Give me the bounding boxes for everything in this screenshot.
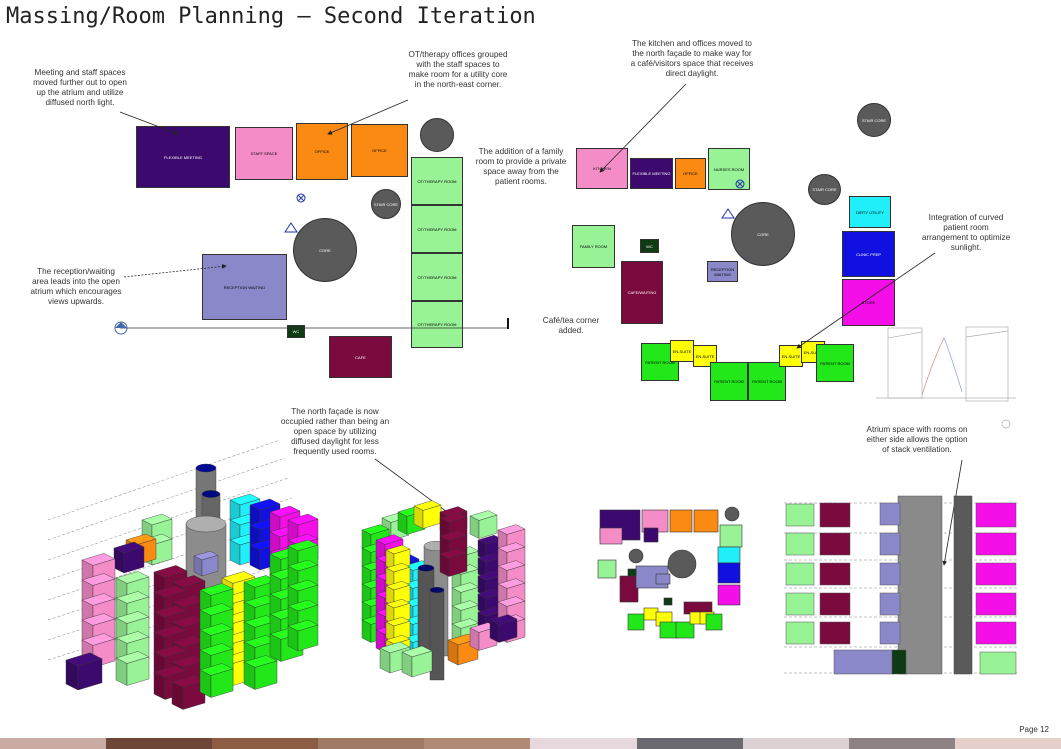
footer-swatch	[318, 738, 425, 749]
massing-cube	[182, 680, 206, 710]
massing-core-top	[185, 515, 227, 533]
note-family: The addition of a family room to provide…	[475, 147, 567, 186]
left-section-line	[114, 318, 509, 335]
footer-swatch	[424, 738, 531, 749]
isometric-massing-1	[47, 439, 319, 710]
footer-swatch	[636, 738, 743, 749]
footer-swatch	[212, 738, 319, 749]
footer-swatch	[954, 738, 1061, 749]
page-number: Page 12	[1019, 725, 1049, 734]
right-wc: WC	[640, 239, 659, 253]
right-nurses-room: NURSES ROOM	[708, 148, 750, 190]
isometric-massing-2	[361, 500, 526, 681]
footer-swatch	[0, 738, 107, 749]
massing-core-top	[417, 564, 435, 572]
note-cafe: Café/tea corner added.	[542, 316, 600, 335]
plan-symbols	[284, 179, 745, 233]
left-ot-4: OT/THERAPY ROOM	[411, 301, 463, 348]
right-core: CORE	[731, 202, 795, 266]
right-en-suite-2: EN-SUITE	[693, 345, 717, 367]
massing-core-top	[201, 490, 221, 498]
massing-cube	[448, 552, 468, 577]
massing-cube	[210, 668, 234, 698]
left-ot-3: OT/THERAPY ROOM	[411, 253, 463, 301]
left-core: CORE	[293, 218, 357, 282]
massing-core-top	[429, 587, 445, 594]
note-curved: Integration of curved patient room arran…	[921, 213, 1011, 252]
footer-colour-strip	[0, 738, 1061, 749]
footer-swatch	[742, 738, 849, 749]
massing-core-top	[195, 463, 217, 473]
massing-cube	[411, 650, 433, 678]
page-title: Massing/Room Planning – Second Iteration	[6, 4, 536, 29]
massing-cube	[77, 658, 103, 691]
right-reception: RECEPTION WAITING	[707, 261, 738, 282]
leader-arrows	[119, 83, 963, 566]
left-office-1: OFFICE	[296, 123, 348, 180]
note-reception: The reception/waiting area leads into th…	[30, 267, 122, 306]
massing-cube	[254, 660, 278, 690]
small-plan	[597, 506, 743, 639]
massing-cube	[201, 554, 219, 577]
right-office: OFFICE	[675, 158, 706, 189]
left-ot-2: OT/THERAPY ROOM	[411, 205, 463, 253]
right-stair-core-2: STAIR CORE	[808, 174, 841, 205]
massing-cube	[126, 656, 150, 686]
left-ot-1: OT/THERAPY ROOM	[411, 157, 463, 205]
left-cafe: CAFE	[329, 336, 392, 378]
note-ot: OT/therapy offices grouped with the staf…	[408, 50, 508, 89]
right-cafe: CAFE/WAITING	[621, 261, 663, 324]
left-core-small	[420, 118, 454, 152]
right-patient-room-2: PATIENT ROOM	[710, 362, 748, 401]
note-kitchen: The kitchen and offices moved to the nor…	[630, 39, 754, 78]
right-dirty-utility: DIRTY UTILITY	[849, 196, 891, 228]
right-stair-core-1: STAIR CORE	[857, 103, 891, 137]
left-office-2: OFFICE	[351, 124, 408, 177]
note-meeting: Meeting and staff spaces moved further o…	[33, 68, 127, 107]
footer-swatch	[106, 738, 213, 749]
left-stair-core: STAIR CORE	[371, 189, 401, 219]
footer-swatch	[530, 738, 637, 749]
massing-cube	[123, 546, 145, 574]
right-family-room: FAMILY ROOM	[572, 225, 615, 268]
note-north: The north façade is now occupied rather …	[280, 407, 390, 456]
massing-cube	[498, 618, 518, 643]
right-clinic-prep: CLINIC PREP	[842, 231, 895, 277]
left-reception: RECEPTION WAITING	[202, 254, 287, 320]
note-atrium: Atrium space with rooms on either side a…	[866, 425, 968, 454]
section-sketch	[876, 326, 1016, 429]
building-section	[784, 495, 1018, 675]
left-flexible-meeting: FLEXIBLE MEETING	[136, 126, 230, 188]
right-flexible-meeting: FLEXIBLE MEETING	[630, 158, 673, 189]
massing-cube	[297, 624, 319, 652]
right-patient-room-3: PATIENT ROOM	[748, 362, 786, 401]
massing-cube	[478, 514, 498, 539]
right-patient-room-4: PATIENT ROOM	[816, 344, 854, 382]
left-staff-space: STAFF SPACE	[235, 127, 293, 180]
footer-swatch	[848, 738, 955, 749]
